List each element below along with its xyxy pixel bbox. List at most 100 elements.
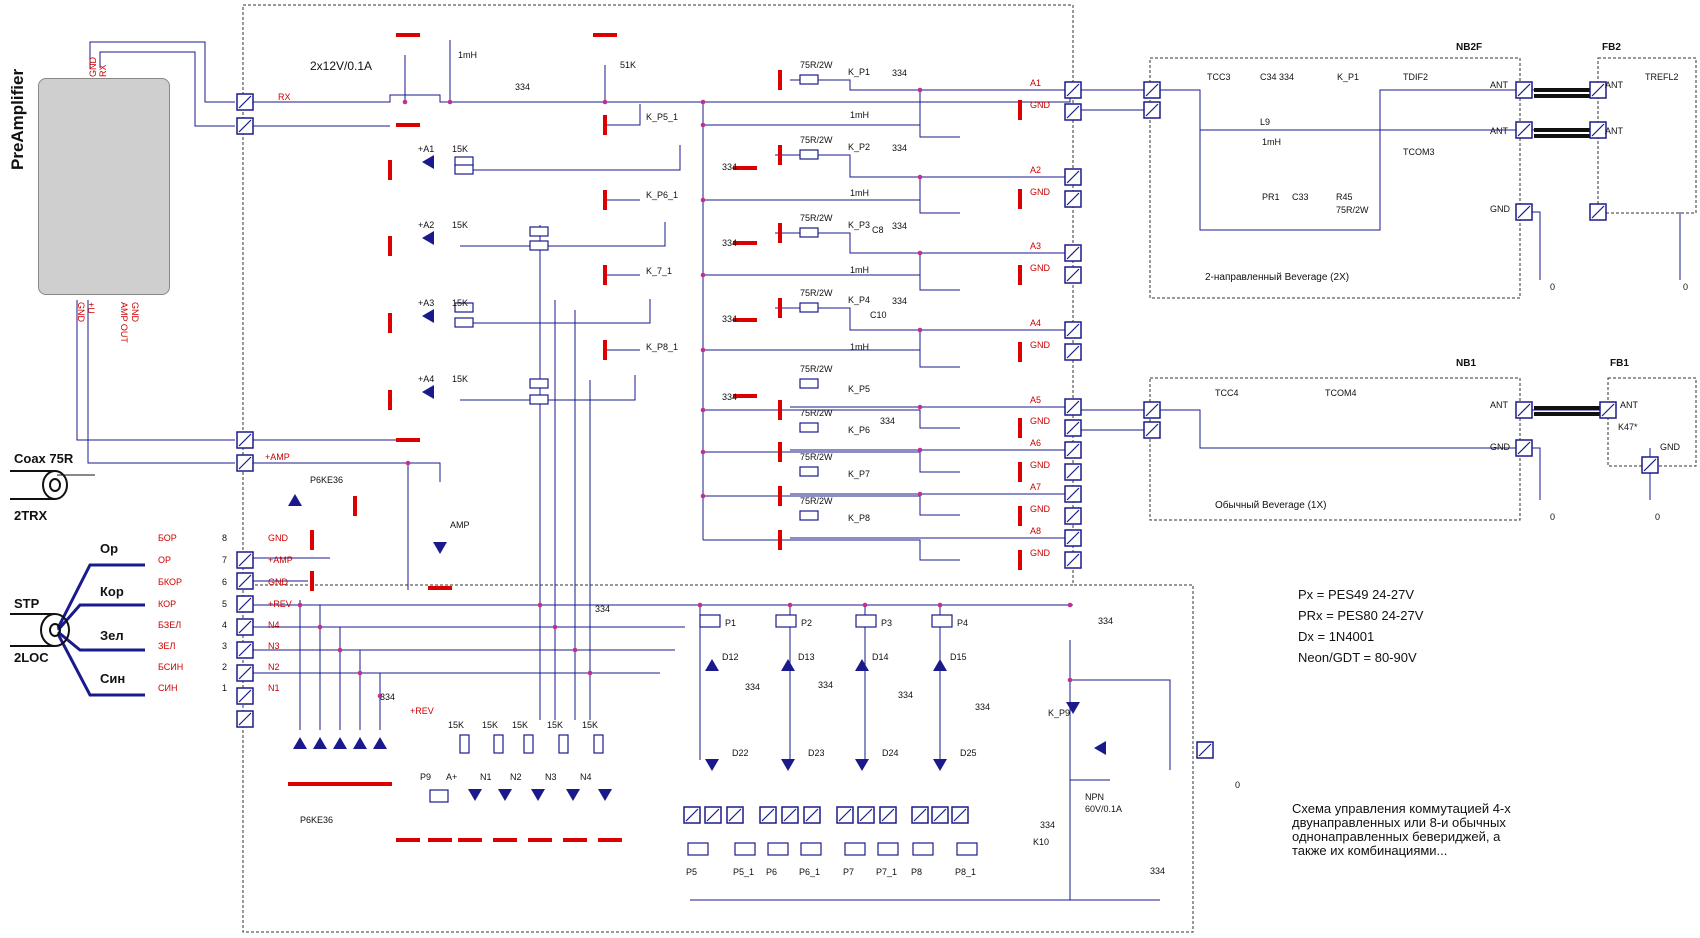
coax-label: Coax 75R: [14, 451, 74, 466]
rail-marker-22: [1018, 506, 1022, 526]
loc-label: 2LOC: [14, 650, 49, 665]
port-label-0: A1: [1030, 78, 1041, 88]
relay-coil-top-3: [931, 614, 953, 628]
c8-label: C8: [872, 225, 884, 235]
relay-coil-bot-1: [734, 842, 756, 856]
cap-label-m-1: 334: [722, 238, 737, 248]
conn-signal-6: N2: [268, 662, 280, 672]
trx-label: 2TRX: [14, 508, 48, 523]
nb2f-ant1: ANT: [1490, 80, 1509, 90]
p9-box: [429, 789, 449, 803]
port-label-10: A6: [1030, 438, 1041, 448]
junction-28: [697, 602, 703, 608]
nb2f-l9: L9: [1260, 117, 1270, 127]
res75-7: [799, 510, 819, 521]
diode-bot-label-3: D25: [960, 748, 977, 758]
ground-bar-11: [598, 838, 622, 842]
rail-marker-4: [388, 160, 392, 180]
relay-label-6: K_P7: [848, 469, 870, 479]
conn-pin-5: 3: [222, 641, 227, 651]
nb2f-r45: R45: [1336, 192, 1353, 202]
relay-coil-top-2: [855, 614, 877, 628]
note-prx: PRx = PES80 24-27V: [1298, 608, 1424, 623]
led-bottom-0: [468, 789, 482, 801]
stp-pairs: [56, 563, 145, 697]
bottom-led-label-3: N2: [510, 772, 522, 782]
diode-bot-label-1: D23: [808, 748, 825, 758]
relay-coil-bot-label-7: P8_1: [955, 867, 976, 877]
choke-label-3: 1mH: [850, 342, 869, 352]
junction-6: [700, 272, 706, 278]
junction-16: [917, 447, 923, 453]
nb2f-gnd: GND: [1490, 204, 1511, 214]
conn-pin-4: 4: [222, 620, 227, 630]
conn-pin-2: 6: [222, 577, 227, 587]
rail-marker-5: [388, 236, 392, 256]
junction-26: [357, 670, 363, 676]
diode-bot-1: [781, 759, 795, 771]
nb2f-kp1: K_P1: [1337, 72, 1359, 82]
cap-label-r-1: 334: [892, 143, 907, 153]
relay-coil-label-2: P3: [881, 618, 892, 628]
junction-18: [405, 460, 411, 466]
relay-coil-bot-4: [844, 842, 866, 856]
rail-marker-26: [310, 571, 314, 591]
nb2f-c33: C33: [1292, 192, 1309, 202]
port-label-8: A5: [1030, 395, 1041, 405]
preamp-label: PreAmplifier: [8, 68, 27, 170]
rail-top-3: [396, 438, 420, 442]
junction-0: [402, 99, 408, 105]
rail-top-2: [396, 123, 420, 127]
nb1-box: [1149, 377, 1521, 521]
nb1-tcom: TCOM4: [1325, 388, 1357, 398]
relay-coil-top-1: [775, 614, 797, 628]
tvs-2: [333, 737, 347, 749]
relay-coil-label-1: P2: [801, 618, 812, 628]
nb2f-pr1: PR1: [1262, 192, 1280, 202]
relay-label-3: K_P4: [848, 295, 870, 305]
led-a-0: [422, 155, 434, 169]
pair-label-zel: Зел: [100, 628, 124, 643]
relay-coil-label-0: P1: [725, 618, 736, 628]
res75-3: [799, 302, 819, 313]
bottom-res-label-1: 15K: [448, 720, 464, 730]
conn-signal-5: N3: [268, 641, 280, 651]
relay-coil-top-0: [699, 614, 721, 628]
res15-label-3: 15K: [452, 374, 468, 384]
port-label-2: A2: [1030, 165, 1041, 175]
nb1-title: NB1: [1456, 358, 1476, 369]
pcb-bottom-pin-3: GND: [130, 302, 140, 323]
bottom-led-label-0: P9: [420, 772, 431, 782]
fb1-ant: ANT: [1620, 400, 1639, 410]
main-board-outline: [242, 4, 1074, 586]
rail-marker-12: [778, 400, 782, 420]
ground-bar-10: [563, 838, 587, 842]
npn-label: NPN: [1085, 792, 1104, 802]
k10-label: K10: [1033, 837, 1049, 847]
choke-label-2: 1mH: [850, 265, 869, 275]
tvs-1: [313, 737, 327, 749]
ground-bar-15: [733, 394, 757, 398]
cap-zone-1: 334: [745, 682, 760, 692]
bottom-led-label-4: N3: [545, 772, 557, 782]
rail-marker-3: [603, 340, 607, 360]
rail-marker-23: [1018, 550, 1022, 570]
relay-label-2: K_P3: [848, 220, 870, 230]
rail-marker-18: [1018, 265, 1022, 285]
relay-coil-bot-label-4: P7: [843, 867, 854, 877]
junction-25: [337, 647, 343, 653]
cap-label-r-2: 334: [892, 221, 907, 231]
diodes: [288, 155, 1106, 801]
junction-7: [700, 347, 706, 353]
relay-coil-bot-5: [877, 842, 899, 856]
cap-label-r-4: 334: [880, 416, 895, 426]
bottom-led-label-2: N1: [480, 772, 492, 782]
ground-bar-8: [493, 838, 517, 842]
preamp-board: [38, 78, 170, 295]
junction-5: [700, 197, 706, 203]
led-a-3: [422, 385, 434, 399]
junction-33: [1067, 677, 1073, 683]
nb2f-tcc: TCC3: [1207, 72, 1231, 82]
junction-14: [917, 327, 923, 333]
